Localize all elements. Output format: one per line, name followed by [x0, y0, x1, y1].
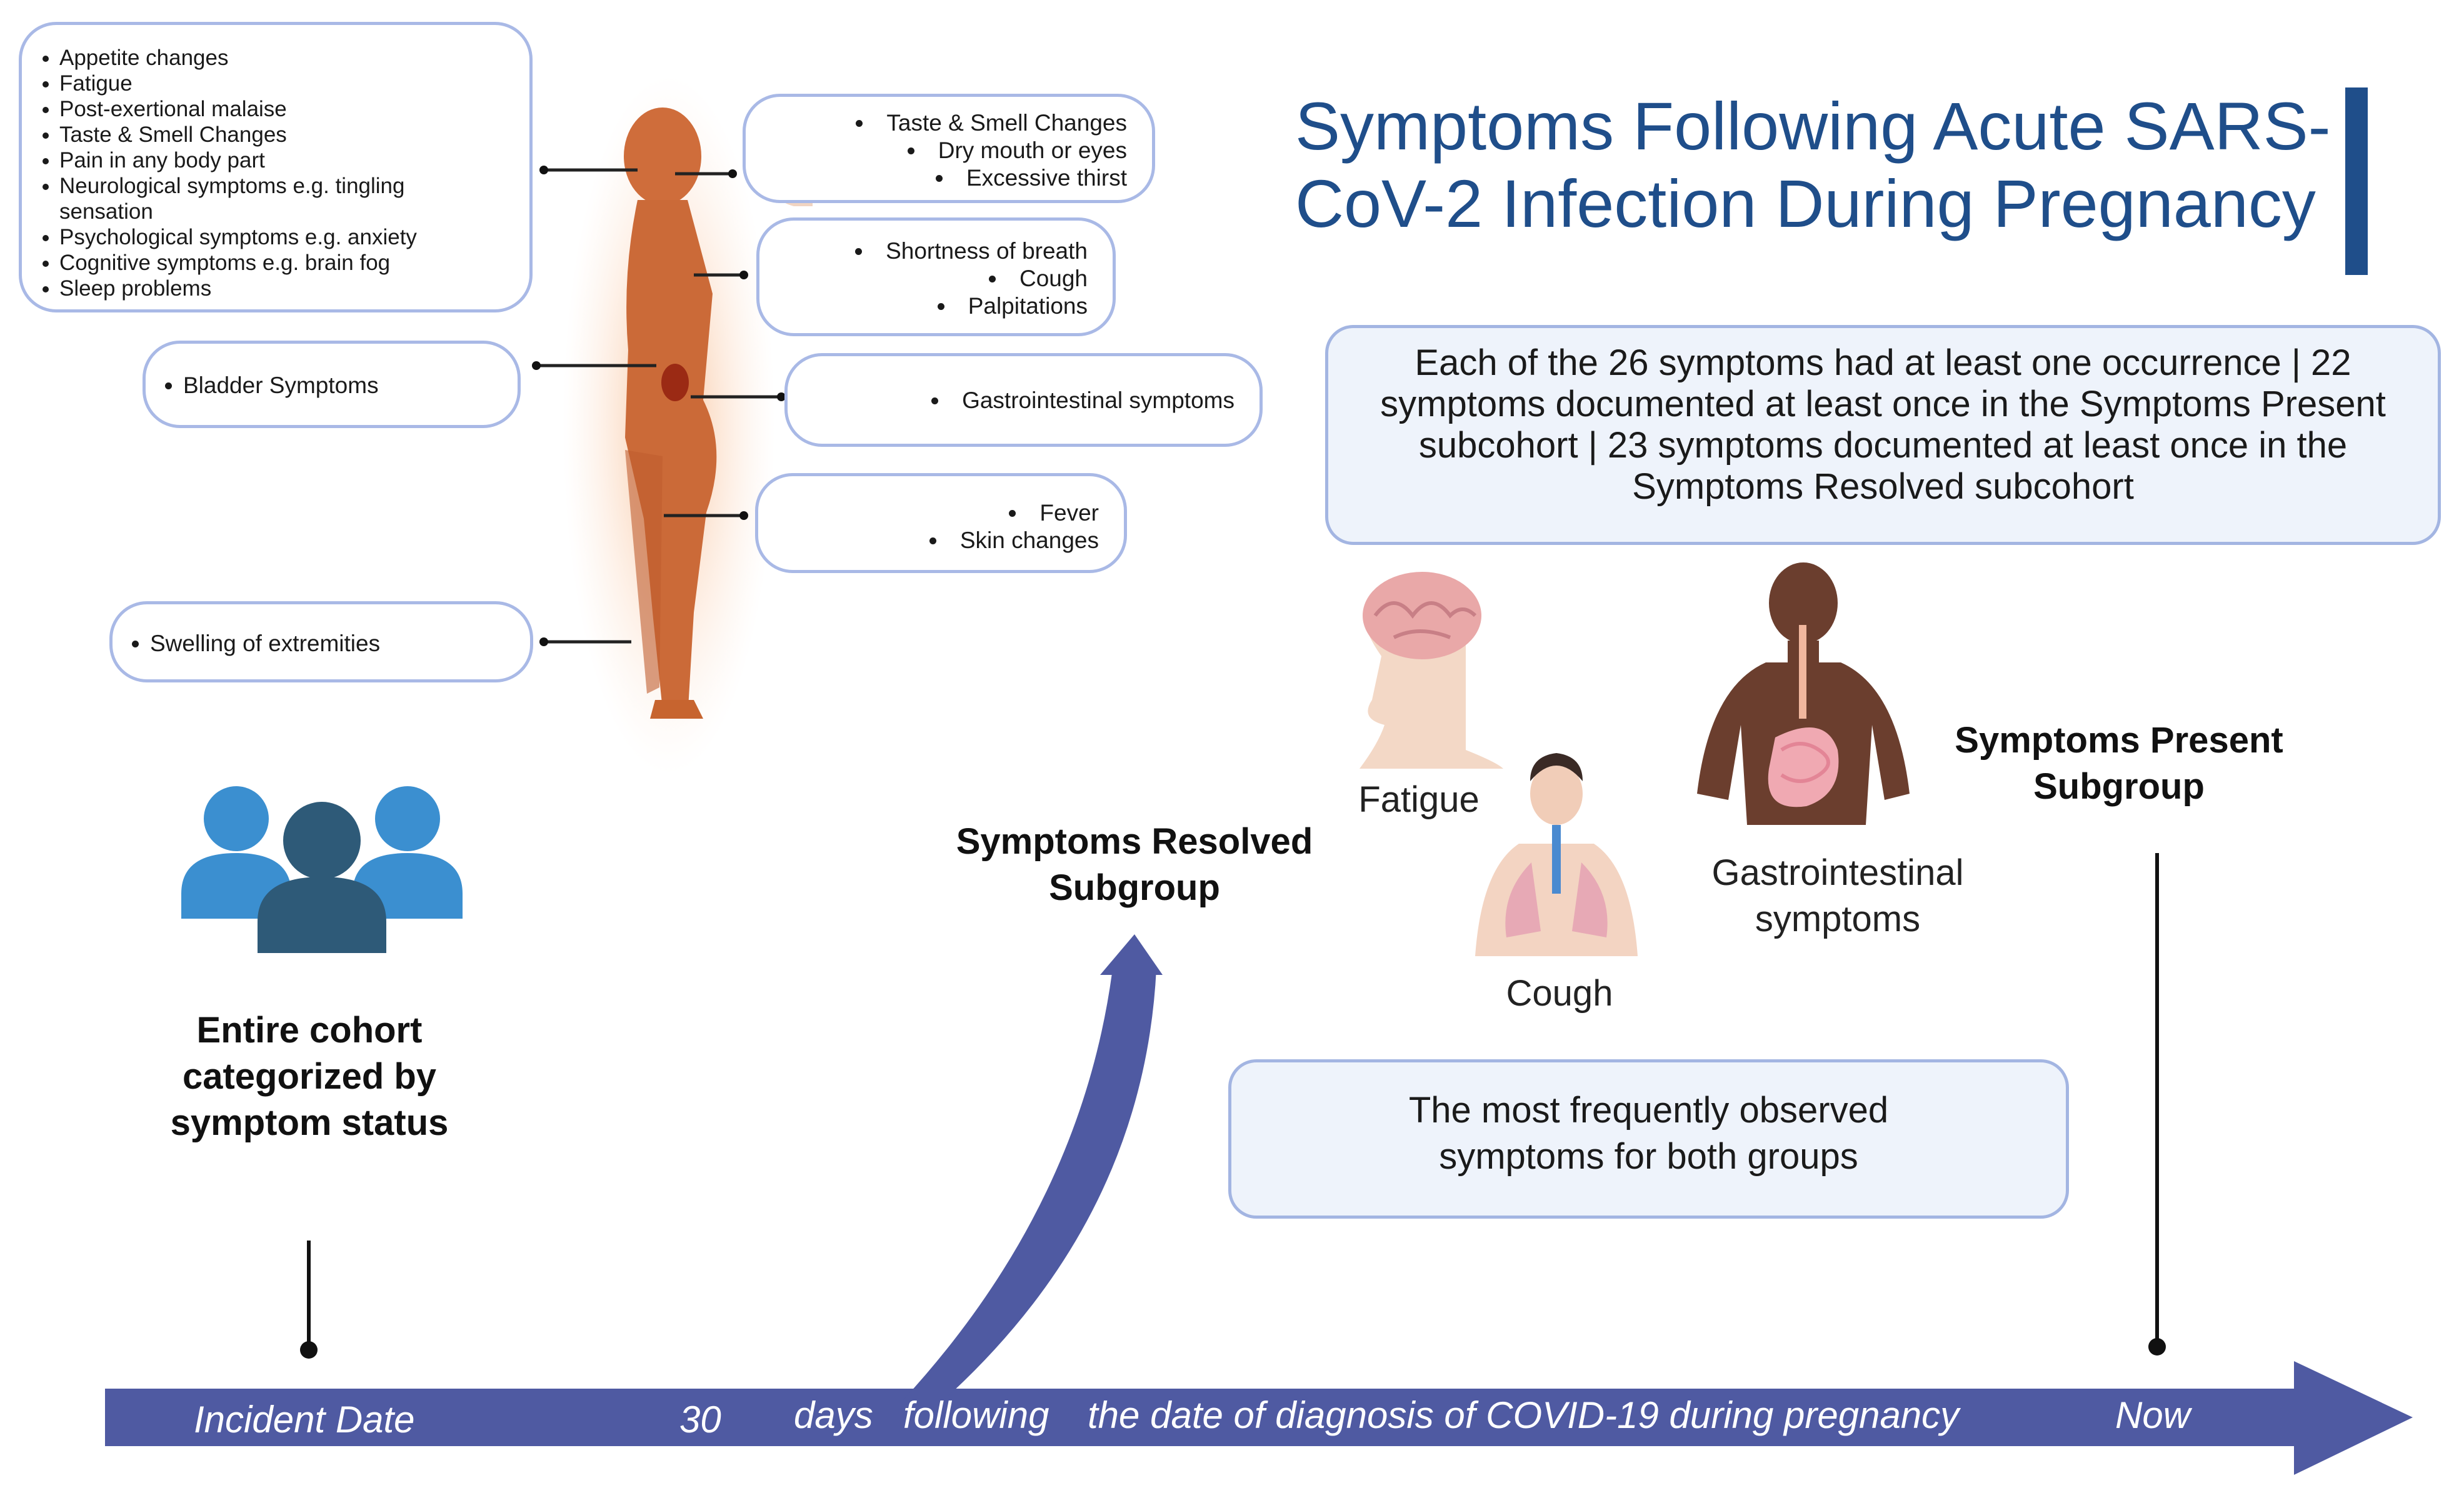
bladder-symptoms-box: Bladder Symptoms	[143, 341, 521, 428]
timeline-days: days	[794, 1394, 873, 1436]
frequent-symptoms-text: The most frequently observed symptoms fo…	[1408, 1090, 1889, 1177]
head-symptoms-list: Appetite changes Fatigue Post-exertional…	[22, 45, 517, 301]
timeline-incident-date: Incident Date	[194, 1399, 415, 1441]
cohort-label: Entire cohort categorized by symptom sta…	[170, 1010, 449, 1143]
list-item: Psychological symptoms e.g. anxiety	[59, 224, 517, 250]
face-symptoms-list: Taste & Smell Changes Dry mouth or eyes …	[746, 109, 1127, 192]
fatigue-head-icon	[1360, 572, 1503, 769]
title-accent-bar	[2345, 87, 2368, 275]
frequent-symptoms-box	[1228, 1059, 2069, 1219]
list-item: Pain in any body part	[59, 147, 517, 173]
timeline-now: Now	[2115, 1394, 2191, 1436]
list-item: Palpitations	[759, 292, 1088, 320]
list-item: Taste & Smell Changes	[59, 122, 517, 147]
timeline-arrow	[105, 1361, 2413, 1475]
list-item: Taste & Smell Changes	[746, 109, 1127, 137]
list-item: Swelling of extremities	[150, 631, 530, 656]
face-symptoms-box: Taste & Smell Changes Dry mouth or eyes …	[743, 94, 1155, 203]
gi-symptoms-list: Gastrointestinal symptoms	[788, 387, 1235, 413]
people-group-icon	[181, 786, 463, 953]
list-item: Cognitive symptoms e.g. brain fog	[59, 250, 517, 276]
extremities-symptoms-list: Swelling of extremities	[113, 631, 530, 656]
gi-caption: Gastrointestinal symptoms	[1711, 852, 1964, 939]
curved-arrow	[903, 934, 1163, 1400]
list-item: Fever	[758, 499, 1099, 527]
list-item: Skin changes	[758, 527, 1099, 554]
head-symptoms-box: Appetite changes Fatigue Post-exertional…	[19, 22, 533, 312]
list-item: Bladder Symptoms	[183, 372, 518, 398]
list-item: Dry mouth or eyes	[746, 137, 1127, 164]
resolved-subgroup-label: Symptoms Resolved Subgroup	[956, 821, 1313, 908]
info-box	[1325, 325, 2441, 545]
timeline-description: the date of diagnosis of COVID-19 during…	[1088, 1394, 1960, 1436]
timeline-thirty: 30	[679, 1399, 721, 1441]
chest-symptoms-box: Shortness of breath Cough Palpitations	[756, 217, 1116, 336]
gi-torso-icon	[1697, 562, 1910, 825]
timeline-following: following	[903, 1394, 1049, 1436]
extremities-symptoms-box: Swelling of extremities	[109, 601, 533, 682]
chest-symptoms-list: Shortness of breath Cough Palpitations	[759, 237, 1088, 320]
gi-symptoms-box: Gastrointestinal symptoms	[784, 353, 1263, 447]
list-item: Excessive thirst	[746, 164, 1127, 192]
bladder-symptoms-list: Bladder Symptoms	[146, 372, 518, 398]
list-item: Fatigue	[59, 71, 517, 96]
info-box-text: Each of the 26 symptoms had at least one…	[1380, 342, 2386, 507]
list-item: Sleep problems	[59, 276, 517, 301]
list-item: Neurological symptoms e.g. tingling sens…	[59, 173, 447, 224]
cough-figure-icon	[1475, 753, 1638, 956]
list-item: Appetite changes	[59, 45, 517, 71]
list-item: Cough	[759, 265, 1088, 292]
list-item: Shortness of breath	[759, 237, 1088, 265]
body-silhouette-icon	[563, 75, 775, 775]
present-subgroup-label: Symptoms Present Subgroup	[1955, 720, 2283, 807]
page-title: Symptoms Following Acute SARS-CoV-2 Infe…	[1295, 88, 2331, 241]
cough-caption: Cough	[1506, 973, 1613, 1014]
list-item: Post-exertional malaise	[59, 96, 517, 122]
fatigue-caption: Fatigue	[1358, 779, 1480, 820]
list-item: Gastrointestinal symptoms	[788, 387, 1235, 413]
skin-symptoms-box: Fever Skin changes	[755, 473, 1127, 573]
skin-symptoms-list: Fever Skin changes	[758, 499, 1099, 554]
connector-lines	[536, 168, 781, 644]
